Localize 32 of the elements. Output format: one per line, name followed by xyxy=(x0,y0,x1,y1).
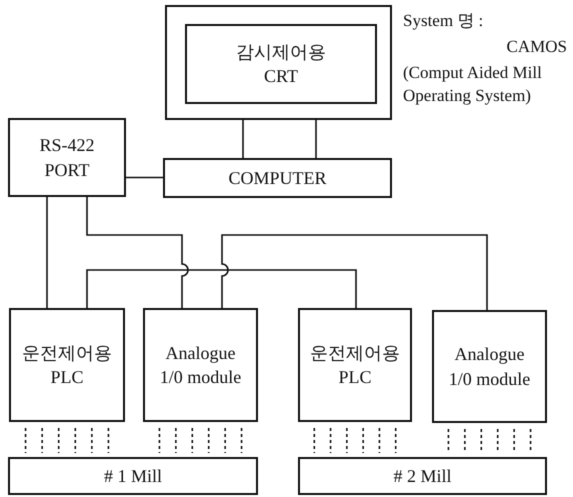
connector-line xyxy=(242,120,244,158)
node-label: 감시제어용 CRT xyxy=(235,40,327,88)
node-label: 운전제어용 PLC xyxy=(309,342,401,389)
signal-wires xyxy=(24,427,110,454)
block-box xyxy=(298,457,547,495)
node-label: # 2 Mill xyxy=(393,464,452,488)
note-text: System 명 : xyxy=(403,10,484,32)
node-label: Analogue 1/0 module xyxy=(159,342,242,389)
connector-line xyxy=(86,197,189,308)
node-label: RS-422 PORT xyxy=(38,134,96,182)
screen-box xyxy=(185,24,377,104)
node-label: # 1 Mill xyxy=(104,464,162,488)
signal-wires xyxy=(313,427,397,454)
connector-line xyxy=(315,120,317,158)
note-text: CAMOS xyxy=(506,36,567,58)
block-box xyxy=(298,308,412,422)
connector-line xyxy=(126,176,163,178)
monitor-frame xyxy=(165,5,392,120)
block-box xyxy=(163,158,392,198)
connector-line xyxy=(221,234,488,310)
connector-line xyxy=(86,269,357,308)
block-box xyxy=(9,308,125,422)
node-label: 운전제어용 PLC xyxy=(21,342,113,389)
note-text: (Comput Aided Mill Operating System) xyxy=(403,62,543,107)
block-box xyxy=(143,308,258,422)
node-label: COMPUTER xyxy=(228,166,326,190)
block-box xyxy=(432,310,547,423)
connector-line xyxy=(46,197,48,308)
block-box xyxy=(8,118,126,197)
block-box xyxy=(8,457,258,495)
node-label: Analogue 1/0 module xyxy=(448,343,531,390)
signal-wires xyxy=(158,427,242,454)
